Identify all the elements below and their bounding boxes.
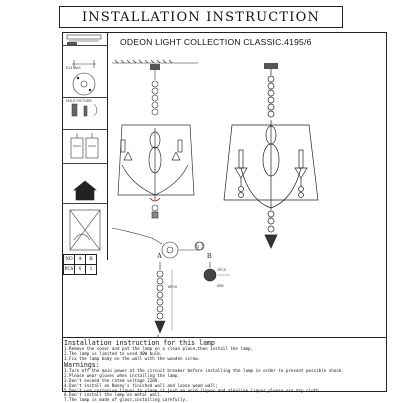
mount-note: E14 MAX [66,66,81,70]
part-a-string [154,262,173,334]
chain-note: 8PCS [168,285,178,289]
parts-cell: A [74,254,86,265]
parts-table: NO A B PCS 6 1 [63,254,97,275]
instruction-step: 2.The lamp is limited to used 40W bulb. [64,350,163,356]
step-badge-ring [194,241,204,251]
no-wall-icon [69,209,101,251]
step-column [62,32,108,260]
main-chandelier [223,63,319,249]
part-a-label: A [157,252,163,260]
ball-size: Ø30 [217,284,224,288]
parts-cell: 1 [85,264,97,275]
screw-icon [71,103,98,117]
header-title: INSTALLATION INSTRUCTION [81,9,321,25]
warning-item: 6.Don't install the lamp on metal wall. [64,392,163,398]
part-b-ball [203,262,230,282]
step-cell-wiring [62,130,107,164]
house-icon [73,180,97,201]
parts-table-row: NO A B [63,254,97,265]
chain-end-label: 8 [157,334,159,338]
ball-note: 1PCS [217,268,227,272]
warning-item: 1.Turn off the main power at the circuit… [64,368,344,374]
part-b-label: B [207,252,212,260]
warning-item: 7.The lamp is made of glass,installing c… [64,397,188,403]
warning-item: 5.Don't use corrosive liquor to clean it… [64,387,322,393]
step-cell-fixture [62,32,107,46]
instruction-divider [62,337,387,338]
step-badge: 2 [197,244,200,249]
parts-cell: NO [63,254,75,265]
parts-cell: B [85,254,97,265]
instruction-step: 3.Fix the lamp body on the wall with the… [64,355,201,361]
ceiling-line [112,59,198,64]
step-cell-screw [62,98,107,130]
parts-table-row: PCS 6 1 [63,264,97,275]
wiring-block-icon [70,133,99,159]
instructions-heading: Installation instruction for this lamp [64,339,215,347]
instruction-step: 1.Remove the cover and put the lamp on a… [64,346,254,351]
detail-chain [150,64,160,116]
warning-item: 2.Please wear gloves when installing the… [64,373,180,379]
warning-item: 3.Don't exceed the rated voltage 220V. [64,377,160,383]
detail-hook [149,197,161,202]
parts-cell: PCS [63,264,75,275]
warnings-heading: Warnings: [64,361,100,370]
detail-pendant [151,204,159,219]
step-cell-mount [62,46,107,98]
product-title: ODEON LIGHT COLLECTION CLASSIC.4195/6 [120,37,312,47]
box-note: HOLE PICTURE [66,99,92,103]
header-banner: INSTALLATION INSTRUCTION [59,6,343,28]
ceiling-bar-icon [66,34,102,45]
instruction-text-block: Installation instruction for this lamp 1… [64,339,384,403]
detail-shade [117,124,195,200]
warning-item: 4.Don't install on Naney's finished wall… [64,382,218,388]
parts-cell: 6 [74,264,86,275]
step-cell-house [62,164,107,204]
canopy-plate-icon [72,60,96,96]
content-frame [62,32,387,392]
